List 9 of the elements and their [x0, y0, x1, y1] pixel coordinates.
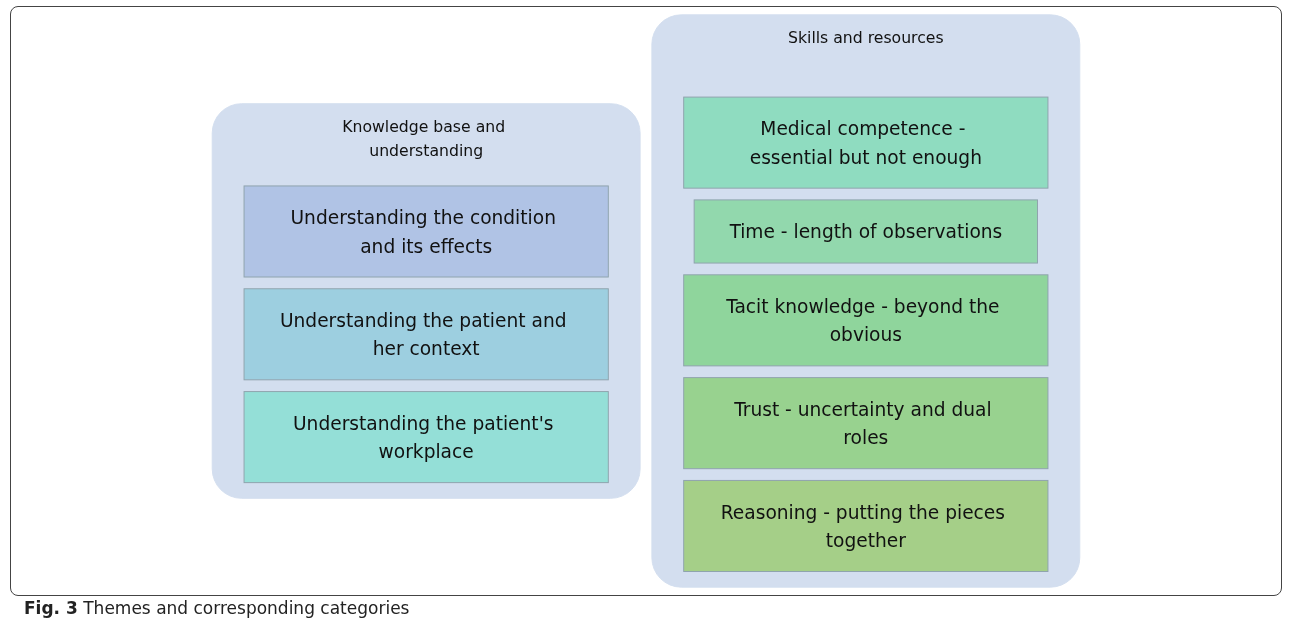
figure-caption: Fig. 3 Themes and corresponding categories: [24, 598, 411, 618]
node-box: Understanding the patient and her context: [243, 288, 609, 381]
node-box: Understanding the condition and its effects: [243, 185, 609, 278]
node-box: Tacit knowledge - beyond the obvious: [683, 274, 1049, 367]
node-box: Medical competence - essential but not enough: [683, 96, 1049, 189]
node-box: Time - length of observations: [693, 199, 1038, 264]
node-box: Understanding the patient's workplace: [243, 391, 609, 484]
node-box: Reasoning - putting the pieces together: [683, 479, 1049, 572]
node-box: Trust - uncertainty and dual roles: [683, 377, 1049, 470]
